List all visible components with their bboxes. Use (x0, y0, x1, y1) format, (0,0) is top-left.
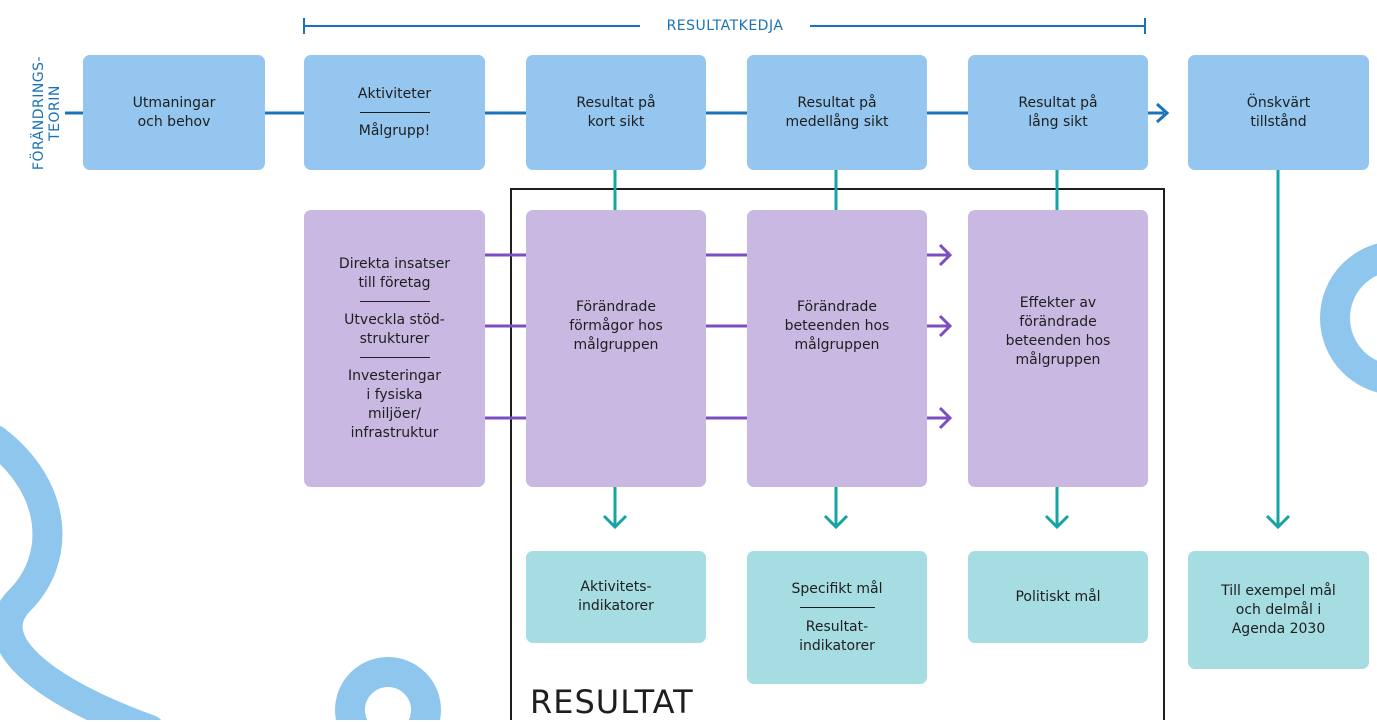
agenda-2030-text: Till exempel mål och delmål i Agenda 203… (1221, 582, 1336, 637)
target-group-text: Målgrupp! (358, 122, 431, 139)
results-title: RESULTAT (530, 683, 694, 721)
specific-goal-box: Specifikt mål Resultat- indikatorer (747, 551, 927, 684)
behaviour-effects-text: Effekter av förändrade beteenden hos mål… (1005, 294, 1111, 368)
challenges-box: Utmaningar och behov (83, 55, 265, 170)
purple-arrowhead-2 (938, 314, 953, 338)
desired-state-text: Önskvärt tillstånd (1246, 94, 1311, 130)
activity-indicators-text: Aktivitets- indikatorer (578, 579, 654, 614)
short-term-results-text: Resultat på kort sikt (576, 94, 656, 130)
interventions-box: Direkta insatser till företag Utveckla s… (304, 210, 485, 487)
challenges-text: Utmaningar och behov (132, 94, 216, 130)
intervention-structures-text: Utveckla stöd- strukturer (344, 311, 445, 347)
theory-of-change-label: FÖRÄNDRINGS- TEORIN (27, 40, 67, 185)
teal-arrowhead-behaviours (823, 514, 849, 530)
short-term-results-box: Resultat på kort sikt (526, 55, 706, 170)
result-indicators-text: Resultat- indikatorer (799, 618, 875, 654)
teal-arrowhead-agenda (1265, 514, 1291, 530)
top-flow-arrowhead (1155, 102, 1170, 124)
teal-arrowhead-effects (1044, 514, 1070, 530)
decorative-swirl-left (0, 425, 162, 720)
changed-capabilities-text: Förändrade förmågor hos målgruppen (569, 299, 663, 353)
result-chain-label: RESULTATKEDJA (640, 14, 810, 38)
long-term-results-text: Resultat på lång sikt (1018, 94, 1098, 130)
decorative-ring-bottom (335, 657, 441, 720)
interventions-divider-1 (359, 300, 430, 302)
political-goal-box: Politiskt mål (968, 551, 1148, 643)
specific-goal-text: Specifikt mål (791, 580, 883, 597)
changed-capabilities-box: Förändrade förmågor hos målgruppen (526, 210, 706, 487)
purple-arrowhead-3 (938, 406, 953, 430)
activities-divider (359, 111, 430, 113)
changed-behaviours-box: Förändrade beteenden hos målgruppen (747, 210, 927, 487)
decorative-ring-right (1320, 243, 1377, 393)
theory-of-change-text: FÖRÄNDRINGS- TEORIN (31, 55, 63, 170)
agenda-2030-box: Till exempel mål och delmål i Agenda 203… (1188, 551, 1369, 669)
changed-behaviours-text: Förändrade beteenden hos målgruppen (784, 299, 890, 353)
intervention-direct-text: Direkta insatser till företag (338, 255, 451, 291)
behaviour-effects-box: Effekter av förändrade beteenden hos mål… (968, 210, 1148, 487)
specific-goal-divider (799, 606, 875, 608)
medium-term-results-text: Resultat på medellång sikt (785, 94, 889, 130)
long-term-results-box: Resultat på lång sikt (968, 55, 1148, 170)
teal-arrowhead-capabilities (602, 514, 628, 530)
purple-arrowhead-1 (938, 243, 953, 267)
intervention-investments-text: Investeringar i fysiska miljöer/ infrast… (347, 367, 442, 441)
medium-term-results-box: Resultat på medellång sikt (747, 55, 927, 170)
activities-box: Aktiviteter Målgrupp! (304, 55, 485, 170)
interventions-divider-2 (359, 356, 430, 358)
activities-text: Aktiviteter (357, 85, 432, 102)
political-goal-text: Politiskt mål (1015, 588, 1101, 605)
desired-state-box: Önskvärt tillstånd (1188, 55, 1369, 170)
activity-indicators-box: Aktivitets- indikatorer (526, 551, 706, 643)
